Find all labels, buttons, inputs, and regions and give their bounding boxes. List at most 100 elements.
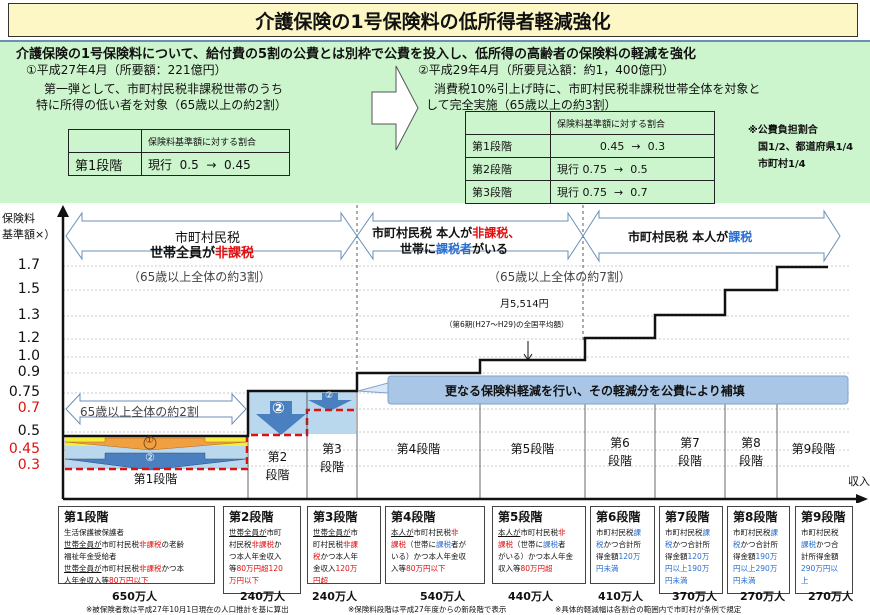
- stage-box-line: 世帯全員が市町村民税非課税の老齢: [64, 539, 209, 551]
- share-20-arrow: [65, 392, 247, 426]
- band-text: 課税者: [436, 242, 473, 256]
- criteria-text: 世帯全員が: [313, 528, 351, 537]
- stage-box-line: 世帯全員が市町村民税非課税かつ本: [64, 563, 209, 575]
- stage-box-line: 村民税非課税か: [229, 539, 295, 551]
- stage-box: 第1段階生活保護被保護者世帯全員が市町村民税非課税の老齢福祉年金受給者世帯全員が…: [58, 506, 215, 587]
- criteria-text: 円未満: [733, 576, 756, 585]
- criteria-text: 市町村民税: [801, 528, 839, 537]
- criteria-text: 福祉年金受給者: [64, 552, 117, 561]
- stage-box-line: 円未満: [733, 575, 784, 587]
- stage-box-line: 課税（世帯に課税者が: [391, 539, 479, 551]
- page-title: 介護保険の1号保険料の低所得者軽減強化: [8, 3, 858, 37]
- reduction-arrow-2: [64, 452, 248, 471]
- band-text: 世帯全員が: [150, 246, 216, 261]
- stage-box-line: 万円以下: [229, 575, 295, 587]
- criteria-text: 町村民税: [313, 540, 343, 549]
- criteria-text: 課税: [543, 540, 558, 549]
- stage-label: 第9段階: [791, 442, 836, 456]
- stage-box-title: 第5段階: [498, 510, 543, 524]
- stage-box: 第4段階本人が市町村民税非課税（世帯に課税者がいる）かつ本人年金収入等80万円以…: [385, 506, 485, 584]
- stage-box-title: 第2段階: [229, 510, 274, 524]
- summary-text: 介護保険の1号保険料について、給付費の5割の公費とは別枠で公費を投入し、低所得の…: [16, 47, 697, 62]
- criteria-text: 本人が: [498, 528, 521, 537]
- criteria-text: 市町村民税: [665, 528, 703, 537]
- phase1-desc: 第一弾として、市町村民税非課税世帯のうち: [44, 82, 284, 96]
- criteria-text: 万円以下: [229, 576, 259, 585]
- average-note: （第6期(H27～H29)の全国平均額）: [445, 320, 569, 329]
- stage-box-title: 第3段階: [313, 510, 358, 524]
- premium-step-chart: [57, 205, 868, 503]
- stage-box-line: 得金額190万: [733, 551, 784, 563]
- reduced-premium-line: [65, 408, 357, 471]
- criteria-text: 120万: [335, 564, 358, 573]
- table-cell: 現行 0.5 → 0.45: [141, 152, 290, 176]
- criteria-text: 120万: [687, 552, 710, 561]
- phase1-heading: ①平成27年4月（所要額：221億円）: [26, 63, 227, 77]
- table-header: 保険料基準額に対する割合: [550, 111, 715, 135]
- criteria-text: 者が: [451, 540, 466, 549]
- y-tick-label: 1.0: [17, 348, 40, 364]
- phase2-mark: ②: [325, 391, 334, 401]
- band-label: 市町村民税 本人が非課税、: [372, 224, 520, 241]
- stage-box-line: 上: [801, 575, 847, 587]
- stage-label: 第2 段階: [265, 450, 290, 482]
- criteria-text: 税: [313, 552, 321, 561]
- criteria-text: 上: [801, 576, 809, 585]
- criteria-text: 円未満: [665, 576, 688, 585]
- criteria-text: 非: [451, 528, 459, 537]
- criteria-text: 市町村民税: [596, 528, 634, 537]
- footnote: ※保険料段階は平成27年度からの新段階で表示: [348, 605, 507, 614]
- criteria-text: 非: [558, 528, 566, 537]
- reduction-arrow-2-stage3: [308, 393, 352, 411]
- criteria-text: 課: [770, 528, 779, 537]
- insured-count: 240万人: [240, 590, 285, 603]
- stage-box-line: 金収入120万: [313, 563, 375, 575]
- y-tick-label: 0.75: [8, 384, 40, 400]
- table-header: 保険料基準額に対する割合: [141, 129, 290, 153]
- criteria-text: 得金額: [733, 552, 756, 561]
- criteria-text: 190万: [755, 552, 778, 561]
- phase2-mark: ②: [145, 451, 155, 464]
- phase1-mark: ①: [145, 435, 154, 446]
- stage-box-title: 第1段階: [64, 510, 109, 524]
- criteria-text: 80万円以下: [109, 576, 149, 585]
- band-label: 世帯に課税者がいる: [400, 240, 508, 257]
- insured-count: 270万人: [808, 590, 853, 603]
- criteria-text: 290万円以: [801, 564, 838, 573]
- criteria-text: 等: [229, 564, 237, 573]
- criteria-text: 得金額: [596, 552, 619, 561]
- phase2-mark: ②: [272, 399, 285, 417]
- stage-box-line: がいる）かつ本人年金: [498, 551, 580, 563]
- criteria-text: 市町村民税: [520, 528, 559, 537]
- criteria-text: 世帯全員が: [229, 528, 267, 537]
- stage-box-line: 円未満: [665, 575, 717, 587]
- criteria-text: 入等: [391, 564, 406, 573]
- criteria-text: 円未満: [596, 564, 619, 573]
- criteria-text: 非課税: [139, 564, 162, 573]
- criteria-text: 課税: [498, 540, 513, 549]
- stage-label: 第3 段階: [319, 442, 344, 474]
- criteria-text: 非課: [343, 540, 358, 549]
- band-text: がいる: [472, 242, 509, 256]
- y-tick-label: 0.5: [17, 423, 40, 439]
- stage-box-title: 第9段階: [801, 510, 846, 524]
- y-tick-label: 0.3: [17, 457, 40, 473]
- share-label: （65歳以上全体の約7割）: [488, 270, 631, 284]
- insured-count: 240万人: [312, 590, 357, 603]
- stage-box-line: 税かつ本人年: [313, 551, 375, 563]
- table-cell: 現行 0.75 → 0.7: [550, 180, 715, 204]
- stage-box: 第5段階本人が市町村民税非課税（世帯に課税者がいる）かつ本人年金収入等80万円超: [492, 506, 586, 584]
- stage-box-line: 人年金収入等80万円以下: [64, 575, 209, 587]
- criteria-text: 円以上190万: [665, 564, 710, 573]
- footnote: ※具体的軽減幅は各割合の範囲内で市町村が条例で規定: [555, 605, 742, 614]
- table-cell: 第3段階: [465, 180, 551, 204]
- y-axis-label: 基準額×）: [2, 228, 56, 241]
- criteria-text: 80万円超: [520, 564, 553, 573]
- footnote: ※被保険者数は平成27年10月1日現在の人口推計を基に算出: [86, 605, 289, 614]
- stage-box-line: 円未満: [596, 563, 649, 575]
- criteria-text: かつ合計所: [672, 540, 711, 549]
- band-text: 課税: [728, 230, 753, 244]
- criteria-text: 市町: [266, 528, 282, 537]
- stage-box-line: つ本人年金収入: [229, 551, 295, 563]
